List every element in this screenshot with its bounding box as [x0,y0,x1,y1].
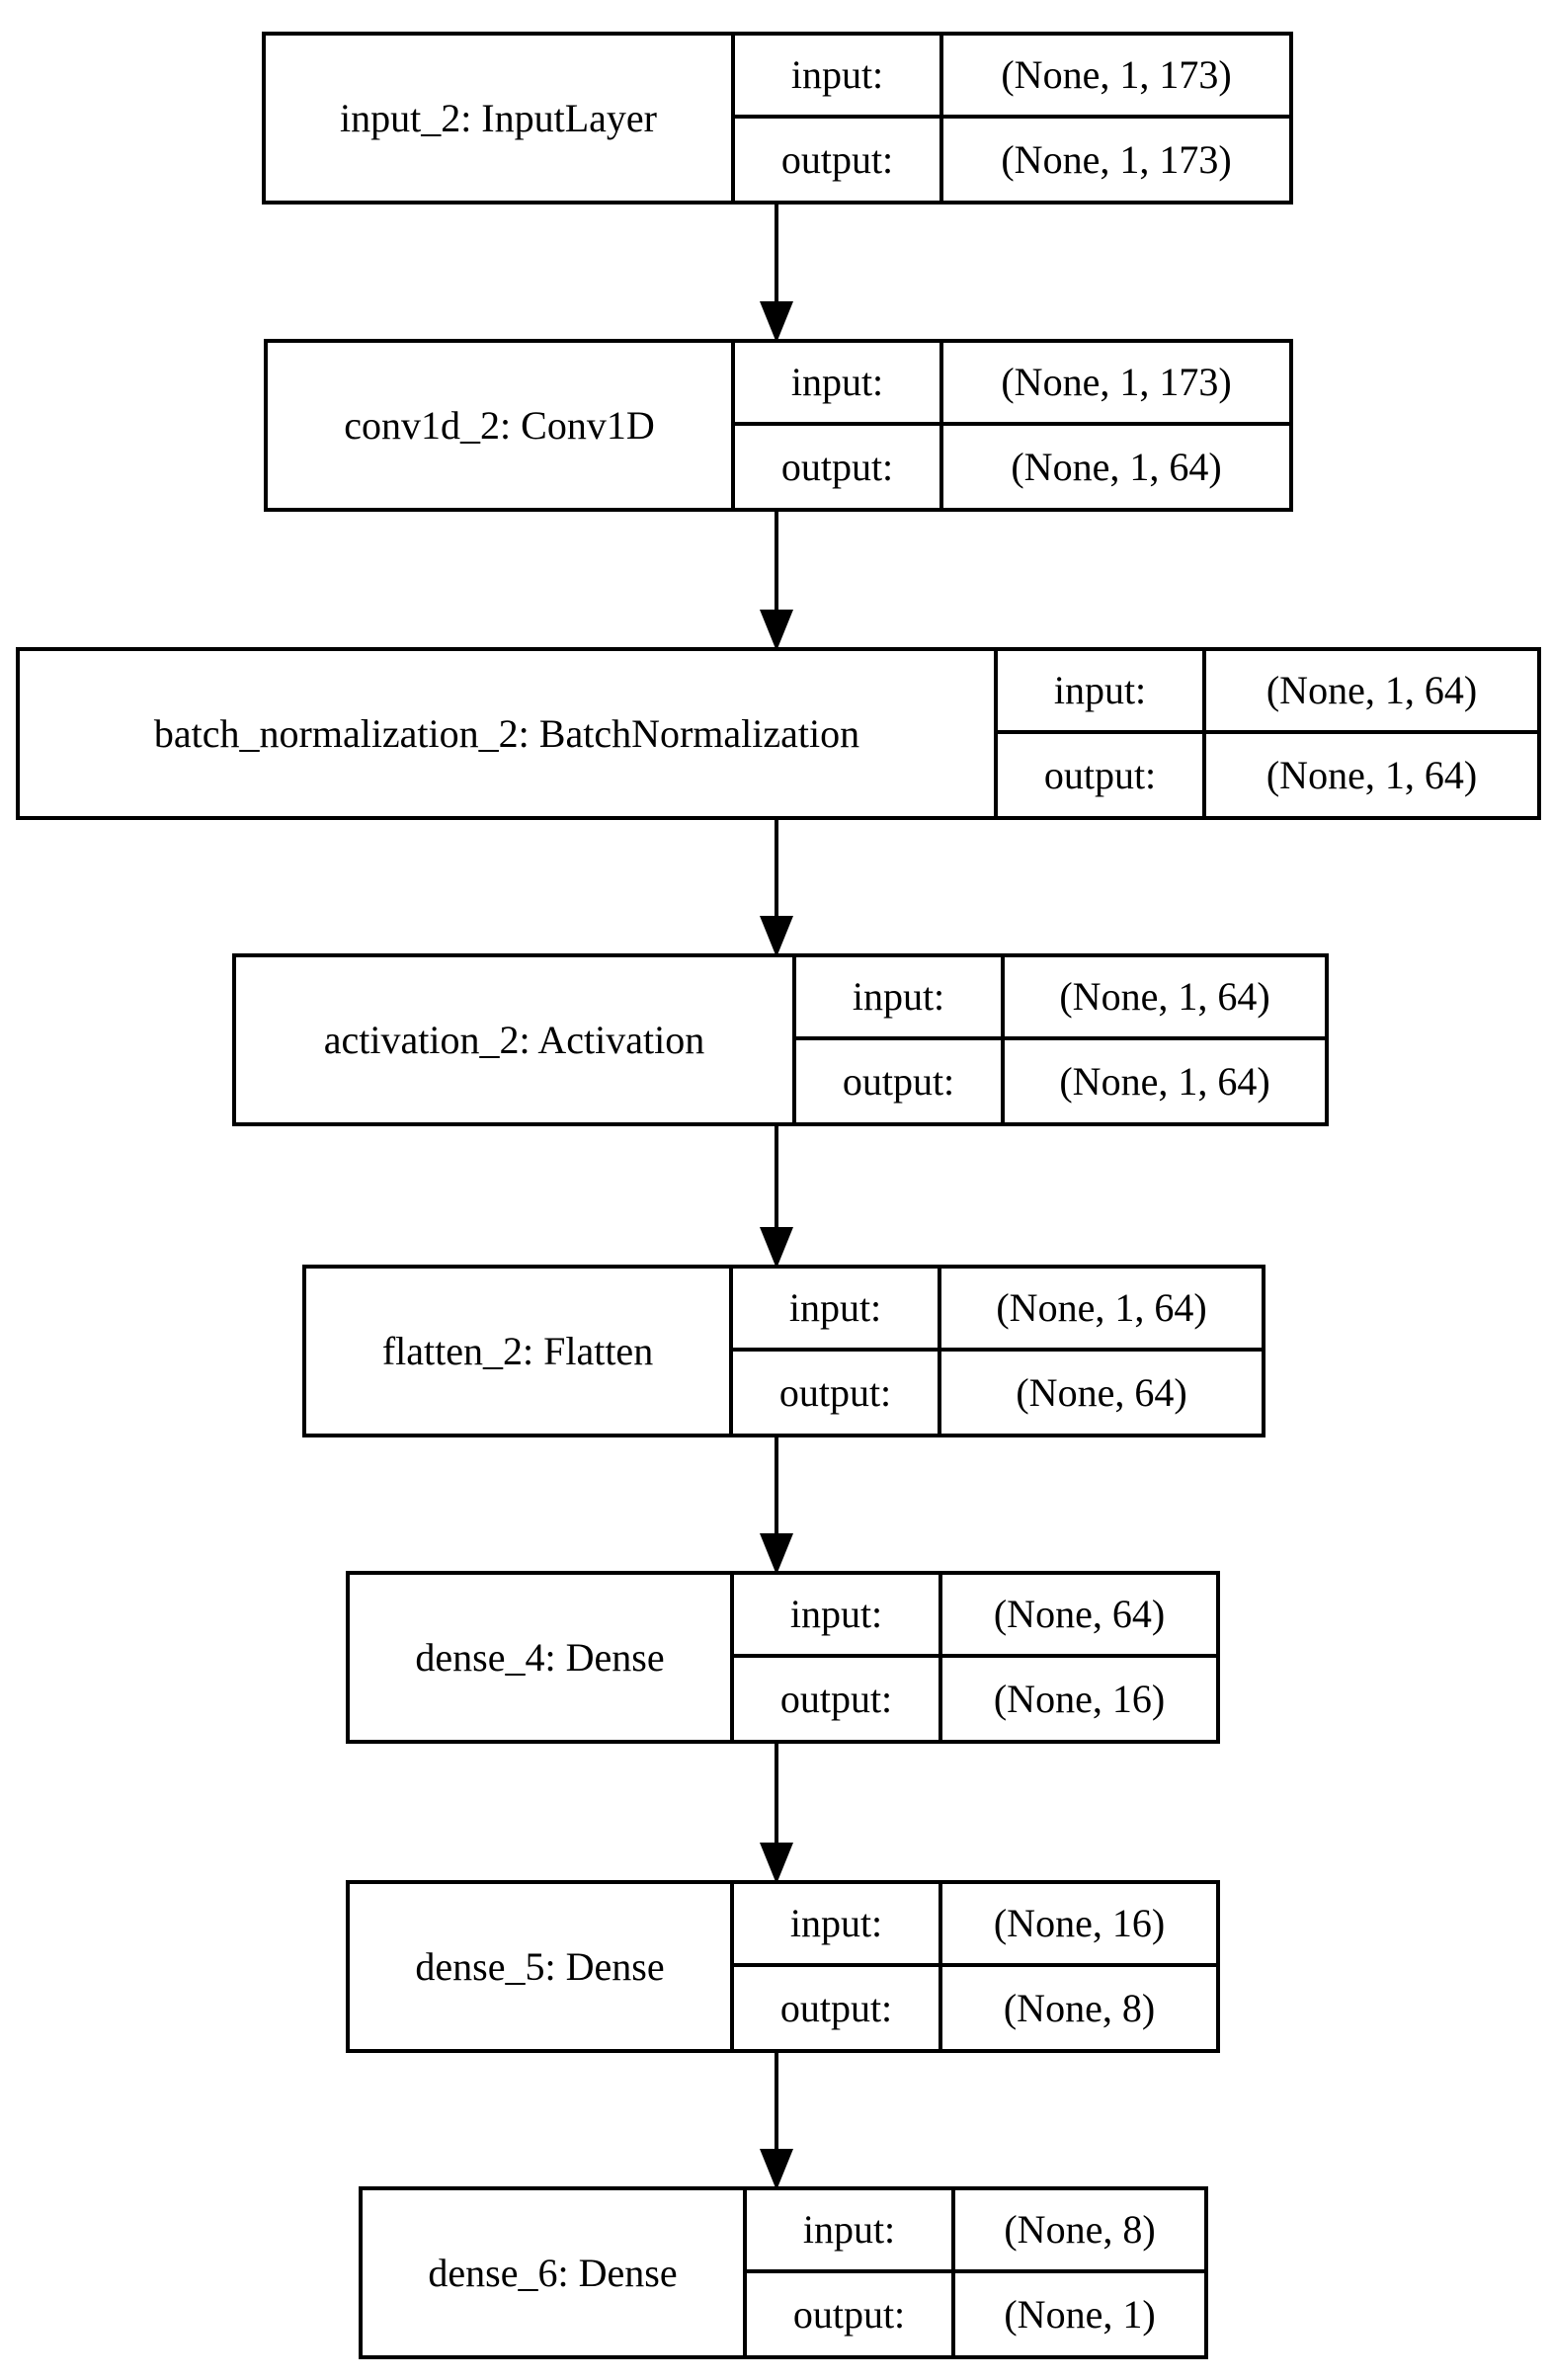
io-shape-output: (None, 8) [939,1966,1216,2049]
edge-line [775,205,778,303]
io-label-output: output: [779,1676,893,1721]
io-shape-input: (None, 1, 173) [939,36,1289,115]
io-shape-input: (None, 1, 64) [1202,651,1537,730]
io-label-input: input: [1053,668,1147,713]
io-label-output: output: [842,1058,955,1104]
io-row-output: output: (None, 1, 64) [796,1039,1325,1122]
edge-line [775,512,778,612]
io-shape-output: (None, 1, 173) [939,118,1289,201]
io-row-input: input: (None, 1, 173) [735,36,1289,119]
io-shape-input: (None, 1, 173) [939,343,1289,422]
io-row-output: output: (None, 16) [734,1657,1216,1740]
layer-io-table: input: (None, 64) output: (None, 16) [730,1575,1216,1740]
edge-line [775,1744,778,1845]
io-row-input: input: (None, 1, 64) [733,1269,1262,1352]
io-shape-output: (None, 1, 64) [1001,1039,1325,1122]
io-shape-input: (None, 1, 64) [938,1269,1262,1348]
layer-node-batch_normalization_2[interactable]: batch_normalization_2: BatchNormalizatio… [16,647,1541,820]
arrowhead-icon [760,2149,793,2190]
io-shape-output: (None, 64) [938,1351,1262,1434]
io-label-input: input: [788,1285,882,1331]
io-shape-input: (None, 8) [951,2190,1204,2269]
layer-name-label: flatten_2: Flatten [381,1328,654,1373]
edge-line [775,1126,778,1229]
io-row-output: output: (None, 1) [747,2272,1204,2355]
layer-node-activation_2[interactable]: activation_2: Activation input: (None, 1, … [232,953,1329,1126]
io-row-input: input: (None, 16) [734,1884,1216,1967]
io-shape-output: (None, 1, 64) [1202,733,1537,816]
io-row-output: output: (None, 64) [733,1351,1262,1434]
arrowhead-icon [760,916,793,957]
io-row-output: output: (None, 1, 64) [735,425,1289,508]
io-row-output: output: (None, 1, 173) [735,118,1289,201]
layer-node-dense_6[interactable]: dense_6: Dense input: (None, 8) output: (Non… [359,2186,1208,2359]
io-shape-input: (None, 1, 64) [1001,957,1325,1036]
layer-io-table: input: (None, 1, 64) output: (None, 1, 64) [994,651,1537,816]
io-label-output: output: [792,2291,906,2337]
layer-name-label: activation_2: Activation [323,1017,705,1062]
layer-name-label: batch_normalization_2: BatchNormalizatio… [153,710,860,756]
io-shape-output: (None, 1) [951,2272,1204,2355]
layer-io-table: input: (None, 16) output: (None, 8) [730,1884,1216,2049]
io-row-input: input: (None, 1, 173) [735,343,1289,426]
io-shape-input: (None, 64) [939,1575,1216,1654]
layer-name-label: dense_5: Dense [415,1943,665,1989]
io-shape-output: (None, 1, 64) [939,425,1289,508]
arrowhead-icon [760,1843,793,1884]
layer-io-table: input: (None, 1, 173) output: (None, 1, 173… [731,36,1289,201]
layer-name-label: dense_4: Dense [415,1634,665,1680]
io-row-input: input: (None, 64) [734,1575,1216,1658]
layer-name-label: input_2: InputLayer [339,95,658,140]
layer-name-label: conv1d_2: Conv1D [344,402,655,448]
io-row-input: input: (None, 1, 64) [796,957,1325,1040]
io-label-output: output: [779,1985,893,2030]
edge-line [775,1437,778,1535]
io-row-input: input: (None, 8) [747,2190,1204,2273]
io-row-input: input: (None, 1, 64) [998,651,1537,734]
arrowhead-icon [760,610,793,651]
io-label-input: input: [790,360,884,405]
io-label-output: output: [1043,752,1157,797]
io-label-input: input: [789,1901,883,1946]
io-label-input: input: [802,2207,896,2253]
io-label-output: output: [780,136,894,182]
layer-node-dense_5[interactable]: dense_5: Dense input: (None, 16) output: (No… [346,1880,1220,2053]
layer-io-table: input: (None, 1, 173) output: (None, 1, 64) [731,343,1289,508]
arrowhead-icon [760,1227,793,1269]
io-shape-output: (None, 16) [939,1657,1216,1740]
arrowhead-icon [760,1533,793,1575]
layer-io-table: input: (None, 8) output: (None, 1) [743,2190,1204,2355]
io-label-input: input: [789,1592,883,1637]
io-row-output: output: (None, 8) [734,1966,1216,2049]
io-row-output: output: (None, 1, 64) [998,733,1537,816]
layer-node-dense_4[interactable]: dense_4: Dense input: (None, 64) output: (No… [346,1571,1220,1744]
layer-io-table: input: (None, 1, 64) output: (None, 64) [729,1269,1262,1434]
layer-io-table: input: (None, 1, 64) output: (None, 1, 64) [792,957,1325,1122]
io-label-input: input: [852,974,945,1020]
io-label-input: input: [790,52,884,98]
layer-name-label: dense_6: Dense [428,2250,678,2295]
io-label-output: output: [778,1369,892,1415]
io-label-output: output: [780,444,894,489]
edge-line [775,820,778,918]
edge-line [775,2053,778,2151]
arrowhead-icon [760,301,793,343]
io-shape-input: (None, 16) [939,1884,1216,1963]
